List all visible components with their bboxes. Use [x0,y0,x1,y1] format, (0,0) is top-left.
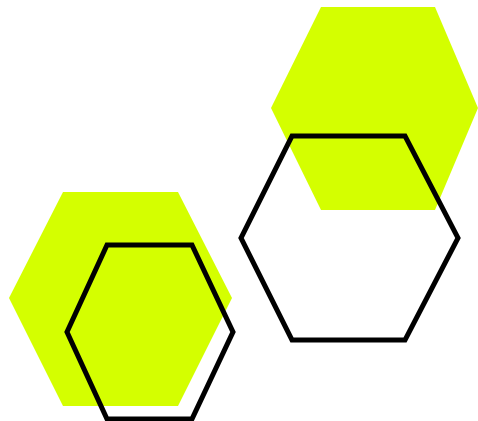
outline-hexagon-bottom-left [64,242,236,421]
lime-hexagon-top-right [271,7,478,210]
outline-hexagon-right [238,133,461,343]
lime-hexagon-bottom-left [9,192,232,406]
